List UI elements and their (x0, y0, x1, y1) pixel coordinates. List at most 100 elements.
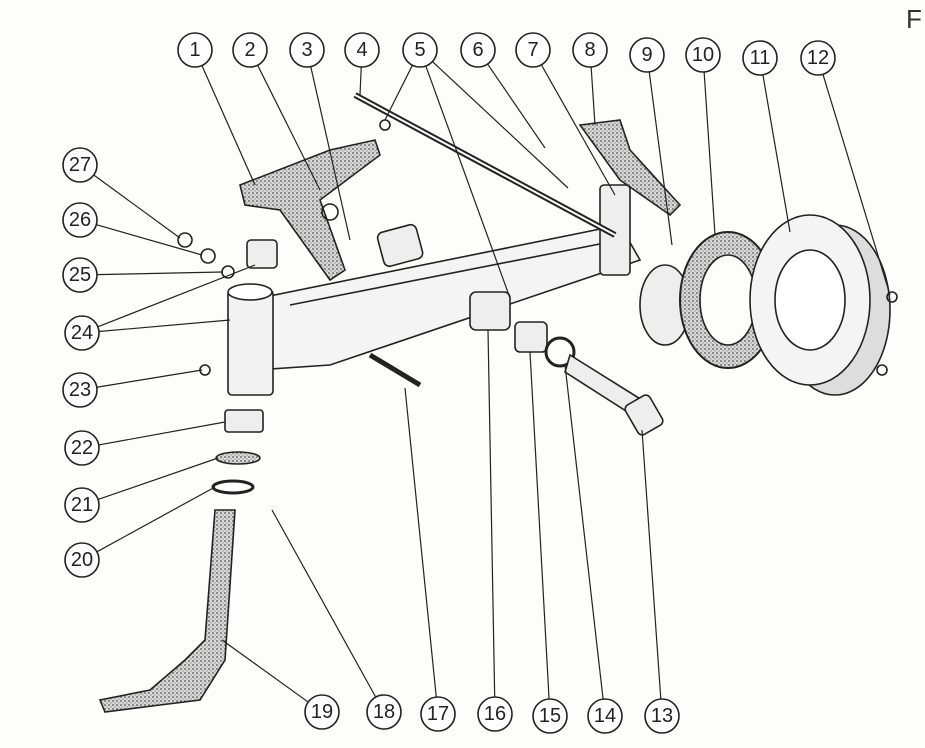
steering-arm-right (578, 119, 682, 217)
callout-number: 15 (539, 705, 561, 727)
leader-line-18 (271, 509, 377, 698)
callout-6: 6 (460, 32, 496, 68)
leader-line-24 (98, 319, 231, 333)
callout-number: 21 (71, 494, 93, 516)
callout-circle (64, 487, 100, 523)
callout-number: 14 (594, 705, 616, 727)
callout-number: 26 (69, 209, 91, 231)
leader-line-12 (822, 74, 891, 296)
callout-4: 4 (344, 32, 380, 68)
page-marker: F (906, 4, 922, 34)
callout-circle (62, 202, 98, 238)
callout-11: 11 (742, 40, 778, 76)
callout-number: 18 (373, 701, 395, 723)
leader-line-2 (257, 64, 321, 191)
callout-circle (344, 32, 380, 68)
callout-27: 27 (62, 147, 98, 183)
leader-line-14 (564, 364, 604, 700)
callout-number: 20 (71, 549, 93, 571)
leader-line-27 (93, 174, 181, 239)
callout-number: 27 (69, 154, 91, 176)
leader-line-17 (404, 387, 437, 698)
callout-circle (587, 698, 623, 734)
callout-number: 6 (472, 39, 483, 61)
callout-circle (800, 40, 836, 76)
callout-number: 24 (71, 322, 93, 344)
callout-circle (477, 696, 513, 732)
callout-circle (742, 40, 778, 76)
callout-25: 25 (62, 257, 98, 293)
callout-number: 23 (69, 379, 91, 401)
callout-number: 8 (584, 39, 595, 61)
callout-circle (644, 698, 680, 734)
stub-axle (98, 509, 236, 713)
callout-circle (64, 430, 100, 466)
callout-circle (532, 698, 568, 734)
callout-number: 3 (301, 39, 312, 61)
callout-number: 9 (641, 44, 652, 66)
callout-number: 19 (311, 701, 333, 723)
callout-circle (232, 32, 268, 68)
leader-line-24 (97, 264, 256, 328)
leader-line-16 (487, 329, 496, 698)
leader-line-19 (221, 639, 309, 703)
callout-number: 11 (750, 47, 771, 69)
leader-line-5 (432, 61, 569, 189)
leader-line-4 (359, 66, 362, 96)
leader-line-23 (96, 369, 203, 388)
callout-14: 14 (587, 698, 623, 734)
leader-line-7 (540, 64, 616, 196)
callout-5: 5 (402, 32, 438, 68)
leader-line-22 (98, 421, 226, 446)
callout-number: 13 (651, 705, 673, 727)
callout-circle (366, 694, 402, 730)
leader-line-11 (762, 74, 791, 233)
callout-3: 3 (289, 32, 325, 68)
leader-line-13 (641, 429, 662, 700)
callout-number: 25 (69, 264, 91, 286)
callout-circle (62, 257, 98, 293)
callout-circle (62, 372, 98, 408)
leader-line-21 (97, 457, 219, 501)
callout-10: 10 (685, 37, 721, 73)
callout-circle (420, 696, 456, 732)
callout-21: 21 (64, 487, 100, 523)
leader-line-25 (96, 271, 223, 276)
leader-line-1 (201, 65, 256, 186)
callout-9: 9 (629, 37, 665, 73)
callout-circle (304, 694, 340, 730)
callout-17: 17 (420, 696, 456, 732)
callout-7: 7 (515, 32, 551, 68)
leader-line-5 (384, 64, 413, 121)
callout-circle (64, 315, 100, 351)
leader-line-9 (648, 71, 673, 246)
callout-12: 12 (800, 40, 836, 76)
callout-15: 15 (532, 698, 568, 734)
callout-18: 18 (366, 694, 402, 730)
callout-2: 2 (232, 32, 268, 68)
callout-19: 19 (304, 694, 340, 730)
callout-number: 22 (71, 437, 93, 459)
leader-line-15 (529, 351, 550, 700)
callout-circle (402, 32, 438, 68)
callout-number: 2 (244, 39, 255, 61)
leader-line-3 (310, 66, 351, 241)
callout-circle (572, 32, 608, 68)
callout-number: 12 (807, 47, 829, 69)
callout-number: 4 (356, 39, 367, 61)
callout-22: 22 (64, 430, 100, 466)
callout-number: 5 (414, 39, 425, 61)
callout-20: 20 (64, 542, 100, 578)
callout-circle (629, 37, 665, 73)
leader-line-20 (96, 486, 216, 553)
leader-line-6 (487, 63, 546, 149)
leader-line-26 (96, 224, 203, 256)
leader-line-8 (590, 66, 596, 126)
callout-number: 16 (484, 703, 506, 725)
leader-line-10 (703, 71, 716, 236)
leader-line-5 (425, 65, 511, 299)
callout-circle (289, 32, 325, 68)
callout-number: 10 (692, 44, 714, 66)
